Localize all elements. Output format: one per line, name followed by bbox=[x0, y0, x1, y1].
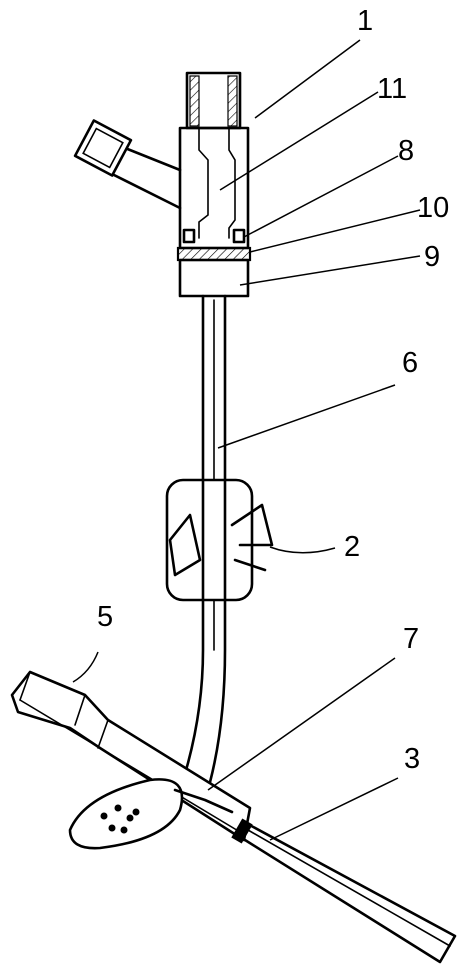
leader-9 bbox=[239, 255, 421, 286]
leader-6 bbox=[217, 384, 396, 449]
tube-clamp bbox=[165, 478, 274, 602]
connector-head bbox=[73, 71, 252, 298]
label-2: 2 bbox=[344, 531, 360, 563]
label-9: 9 bbox=[424, 241, 440, 273]
leader-10 bbox=[249, 209, 421, 253]
leader-3 bbox=[269, 777, 399, 841]
label-10: 10 bbox=[417, 192, 449, 224]
label-11: 11 bbox=[377, 73, 407, 105]
label-1: 1 bbox=[357, 5, 373, 37]
label-6: 6 bbox=[402, 347, 418, 379]
leader-7 bbox=[207, 657, 396, 791]
leader-1 bbox=[254, 39, 361, 119]
leader-5 bbox=[72, 651, 99, 683]
needle-assembly bbox=[10, 670, 457, 964]
label-7: 7 bbox=[403, 623, 419, 655]
label-5: 5 bbox=[97, 601, 113, 633]
label-8: 8 bbox=[398, 135, 414, 167]
leader-11 bbox=[219, 91, 379, 191]
leader-8 bbox=[243, 155, 399, 238]
leader-2 bbox=[269, 546, 336, 554]
label-3: 3 bbox=[404, 743, 420, 775]
leader-lines bbox=[72, 39, 421, 841]
callout-numbers: 1 11 8 10 9 6 2 5 7 3 bbox=[97, 5, 449, 775]
